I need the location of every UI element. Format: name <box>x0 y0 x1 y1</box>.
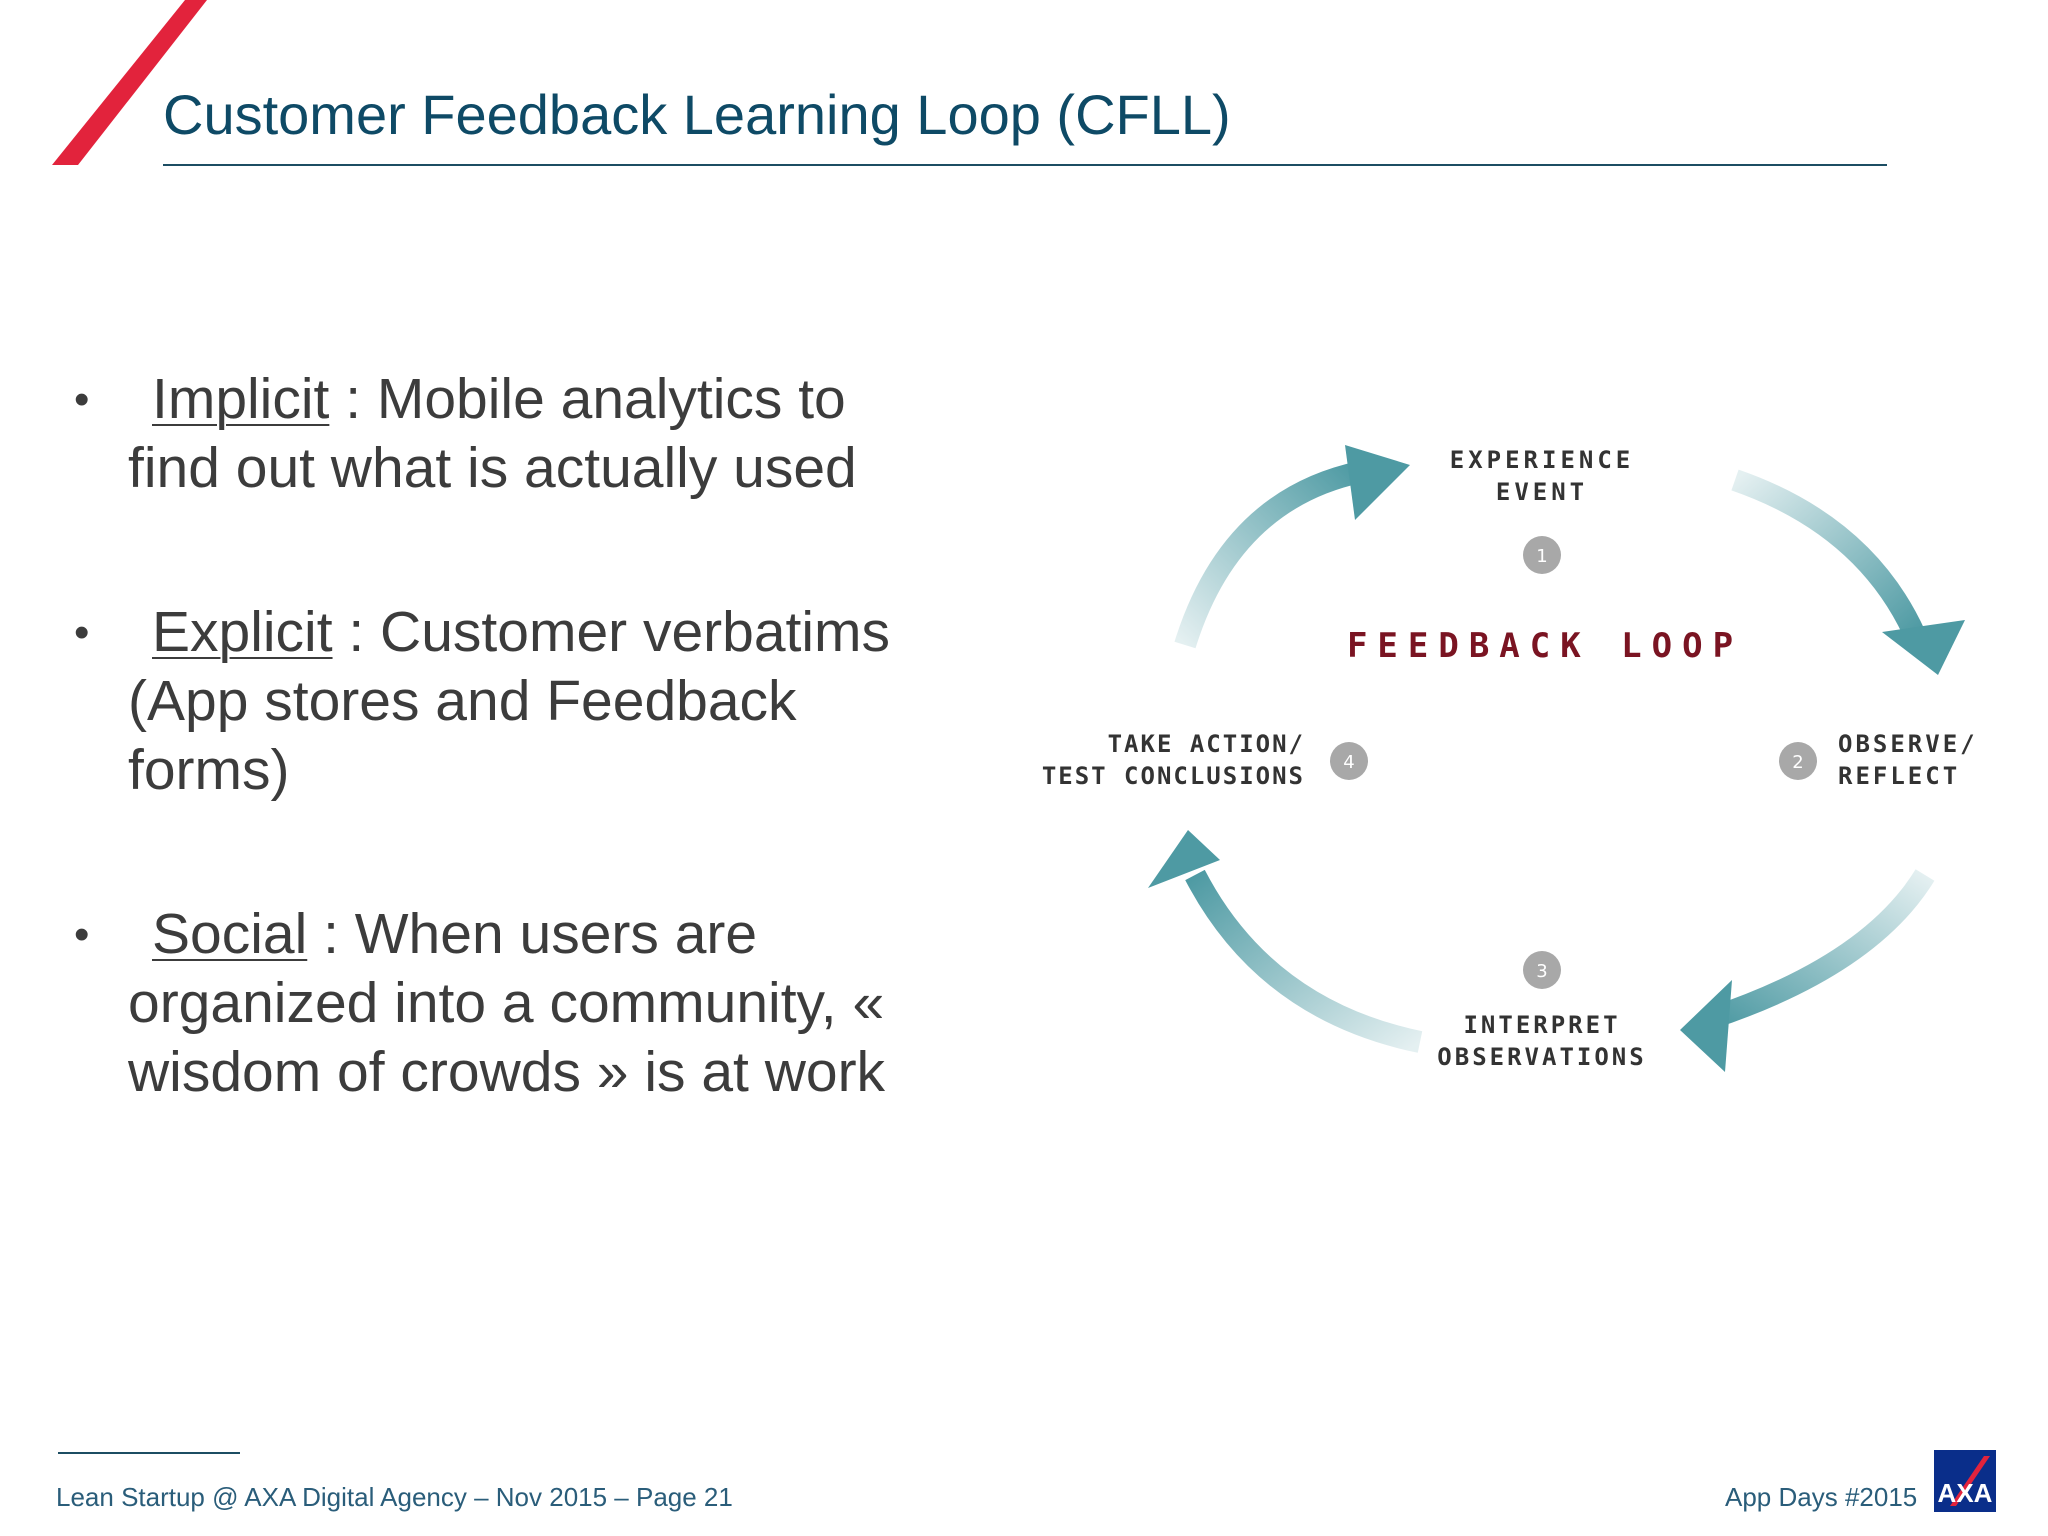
bullet-dot: • <box>74 910 90 959</box>
loop-arrow-to-step-4 <box>1148 830 1423 1053</box>
bullet-social: • Social : When users are organized into … <box>70 900 950 1107</box>
bullet-implicit: • Implicit : Mobile analytics to find out… <box>70 365 950 503</box>
step-1-label-line1: EXPERIENCE <box>1450 446 1635 474</box>
step-1-badge <box>1523 536 1561 574</box>
loop-arrow-to-step-3 <box>1680 869 1935 1072</box>
bullet-explicit: • Explicit : Customer verbatims (App stor… <box>70 598 950 805</box>
step-1: EXPERIENCE EVENT 1 <box>1450 446 1635 574</box>
step-1-label-line2: EVENT <box>1496 478 1588 506</box>
feedback-loop-diagram: FEEDBACK LOOP EXPERIENCE EVENT 1 2 OBSER… <box>1042 445 1978 1072</box>
bullet-term: Implicit <box>152 367 330 431</box>
step-3-label-line2: OBSERVATIONS <box>1437 1043 1646 1071</box>
step-4-label-line1: TAKE ACTION/ <box>1108 730 1305 758</box>
bullet-dot: • <box>74 375 90 424</box>
step-2-number: 2 <box>1792 752 1803 773</box>
loop-arrow-to-step-1 <box>1174 445 1410 649</box>
step-2-label-line2: REFLECT <box>1838 762 1960 790</box>
feedback-loop-label: FEEDBACK LOOP <box>1347 626 1743 666</box>
bullet-term: Social <box>152 902 308 966</box>
step-2-badge <box>1779 742 1817 780</box>
axa-logo: AXA <box>1934 1450 1996 1512</box>
step-3-label-line1: INTERPRET <box>1463 1011 1620 1039</box>
step-4-number: 4 <box>1343 752 1354 773</box>
title-underline <box>163 164 1887 166</box>
slide-title: Customer Feedback Learning Loop (CFLL) <box>163 83 1231 146</box>
red-slash-decoration <box>52 0 207 165</box>
step-2: 2 OBSERVE/ REFLECT <box>1779 730 1978 790</box>
step-2-label-line1: OBSERVE/ <box>1838 730 1978 758</box>
bullet-term: Explicit <box>152 600 333 664</box>
step-4-badge <box>1330 742 1368 780</box>
bullet-list: • Implicit : Mobile analytics to find out… <box>70 365 950 1202</box>
step-1-number: 1 <box>1536 546 1547 567</box>
footer-source: Lean Startup @ AXA Digital Agency – Nov … <box>56 1482 733 1512</box>
step-3-badge <box>1523 951 1561 989</box>
step-4-label-line2: TEST CONCLUSIONS <box>1042 762 1305 790</box>
bullet-dot: • <box>74 608 90 657</box>
bullet-text: : Customer verbatims (App stores and Fee… <box>128 600 891 802</box>
loop-arrow-to-step-2 <box>1731 469 1965 675</box>
footer-event: App Days #2015 <box>1725 1482 1918 1512</box>
bullet-text: : Mobile analytics to find out what is a… <box>128 367 857 500</box>
step-4: TAKE ACTION/ TEST CONCLUSIONS 4 <box>1042 730 1368 790</box>
svg-text:AXA: AXA <box>1938 1478 1993 1508</box>
step-3-number: 3 <box>1536 961 1547 982</box>
step-3: 3 INTERPRET OBSERVATIONS <box>1437 951 1646 1071</box>
footer-rule <box>58 1452 240 1454</box>
bullet-text: : When users are organized into a commun… <box>128 902 886 1104</box>
